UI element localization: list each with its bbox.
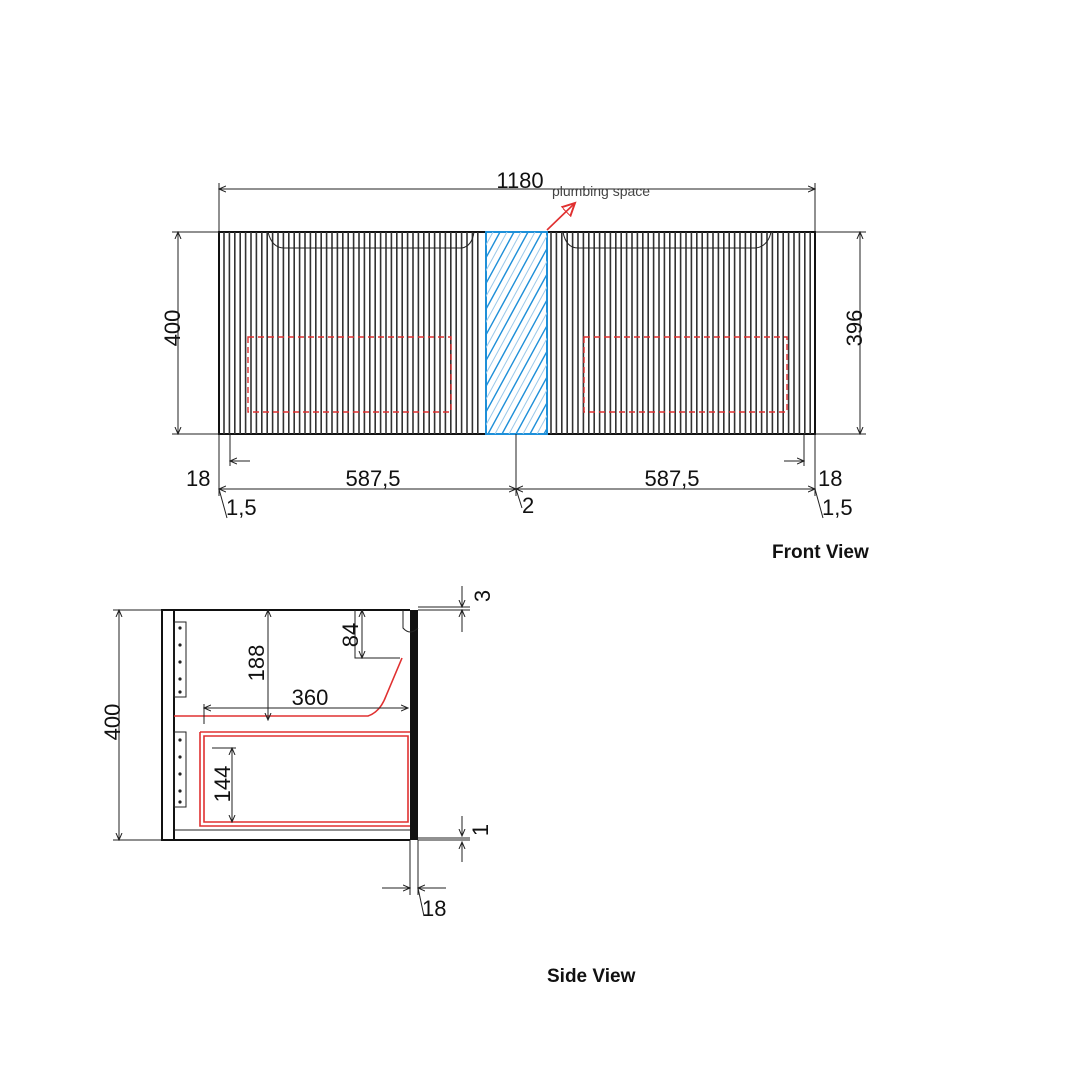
front-thickness-label: 18 — [422, 896, 446, 921]
bottom-gap-label: 1 — [468, 824, 493, 836]
overall-width-label: 1180 — [496, 168, 543, 193]
bottom-gap-dimension: 1 — [418, 816, 493, 862]
offset-left-label: 1,5 — [226, 495, 257, 520]
inner-depth-label: 360 — [292, 685, 329, 710]
cabinet-front — [218, 231, 816, 435]
top-block-dimension: 84 — [338, 610, 363, 658]
side-height-dimension: 400 — [100, 610, 162, 840]
front-thickness-dimension: 18 — [382, 840, 446, 921]
right-height-label: 396 — [842, 310, 867, 347]
left-height-dimension: 400 — [160, 232, 219, 434]
drawer-right-width-label: 587,5 — [644, 466, 699, 491]
right-height-dimension: 396 — [815, 232, 867, 434]
side-right-label: 18 — [818, 466, 842, 491]
side-height-label: 400 — [100, 704, 125, 741]
upper-depth-dimension: 188 — [244, 610, 269, 720]
offset-right-label: 1,5 — [822, 495, 853, 520]
fluted-panel — [223, 232, 812, 434]
drawer-left-width-label: 587,5 — [345, 466, 400, 491]
side-view-caption: Side View — [547, 966, 636, 987]
upper-depth-label: 188 — [244, 645, 269, 682]
cabinet-side — [161, 609, 419, 841]
plumbing-annotation: plumbing space — [546, 183, 650, 231]
front-view: 1180 plumbing space — [160, 168, 869, 563]
side-left-label: 18 — [186, 466, 210, 491]
side-view: 400 3 — [100, 586, 636, 987]
top-gap-label: 3 — [470, 590, 495, 602]
left-height-label: 400 — [160, 310, 185, 347]
top-block-label: 84 — [338, 623, 363, 647]
lower-drawer-label: 144 — [210, 766, 235, 803]
lower-drawer-dimension: 144 — [210, 748, 236, 822]
overall-width-dimension: 1180 — [219, 168, 815, 232]
plumbing-space-label: plumbing space — [552, 183, 650, 199]
center-gap-label: 2 — [522, 493, 534, 518]
top-gap-dimension: 3 — [418, 586, 495, 632]
plumbing-space-hatch — [485, 231, 548, 435]
front-view-caption: Front View — [772, 542, 869, 563]
inner-depth-dimension: 360 — [204, 685, 408, 724]
bottom-dimensions: 18 18 587,5 587,5 2 1,5 1,5 — [186, 434, 853, 520]
rail-screws — [178, 626, 182, 804]
